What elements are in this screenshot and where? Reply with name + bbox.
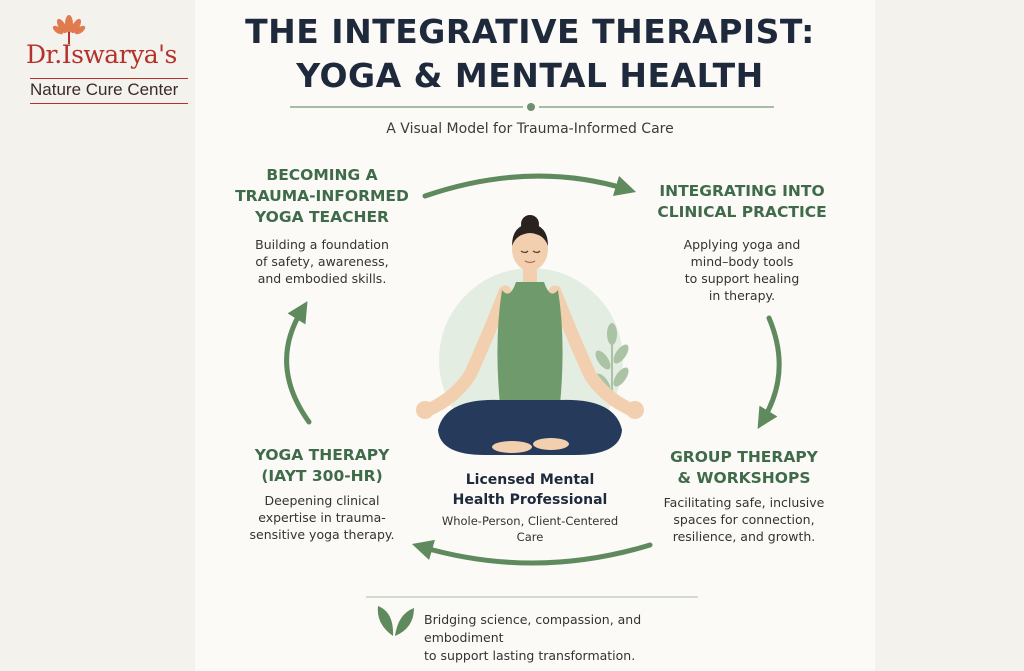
center-title: Licensed Mental Health Professional	[452, 472, 608, 508]
leaves-icon	[377, 606, 414, 636]
cycle-arrow-bottom	[411, 539, 653, 566]
node-title-yoga-therapy: YOGA THERAPY (IAYT 300-HR)	[254, 446, 390, 485]
footer-tagline: Bridging science, compassion, and embodi…	[424, 612, 642, 663]
page-subtitle: A Visual Model for Trauma-Informed Care	[386, 121, 674, 137]
cycle-arrow-top	[422, 173, 637, 199]
page-title-line1: THE INTEGRATIVE THERAPIST:	[245, 12, 815, 51]
node-desc-yoga-therapy: Deepening clinical expertise in trauma- …	[249, 493, 395, 542]
header-divider-dot	[527, 103, 535, 111]
cycle-arrow-right	[757, 315, 782, 429]
cycle-arrow-left	[284, 301, 312, 425]
node-desc-clinical-practice: Applying yoga and mind–body tools to sup…	[683, 237, 801, 303]
logo-rule-top	[30, 78, 188, 79]
logo-name: Dr.Iswarya's	[26, 40, 177, 69]
node-title-clinical-practice: INTEGRATING INTO CLINICAL PRACTICE	[657, 182, 827, 221]
lotus-flower-icon	[52, 15, 86, 44]
node-desc-trauma-informed-teacher: Building a foundation of safety, awarene…	[255, 237, 389, 286]
node-title-trauma-informed-teacher: BECOMING A TRAUMA-INFORMED YOGA TEACHER	[235, 166, 409, 226]
logo-subtitle: Nature Cure Center	[30, 80, 179, 99]
leaf-sprig-icon	[595, 323, 629, 395]
meditating-person-illustration	[416, 215, 644, 455]
center-description: Whole-Person, Client-Centered Care	[441, 514, 619, 544]
node-desc-group-therapy: Facilitating safe, inclusive spaces for …	[663, 495, 825, 544]
logo-rule-bottom	[30, 103, 188, 104]
brand-logo: Dr.Iswarya's Nature Cure Center	[22, 14, 197, 109]
node-title-group-therapy: GROUP THERAPY & WORKSHOPS	[670, 448, 818, 487]
page-title-line2: YOGA & MENTAL HEALTH	[296, 56, 764, 95]
